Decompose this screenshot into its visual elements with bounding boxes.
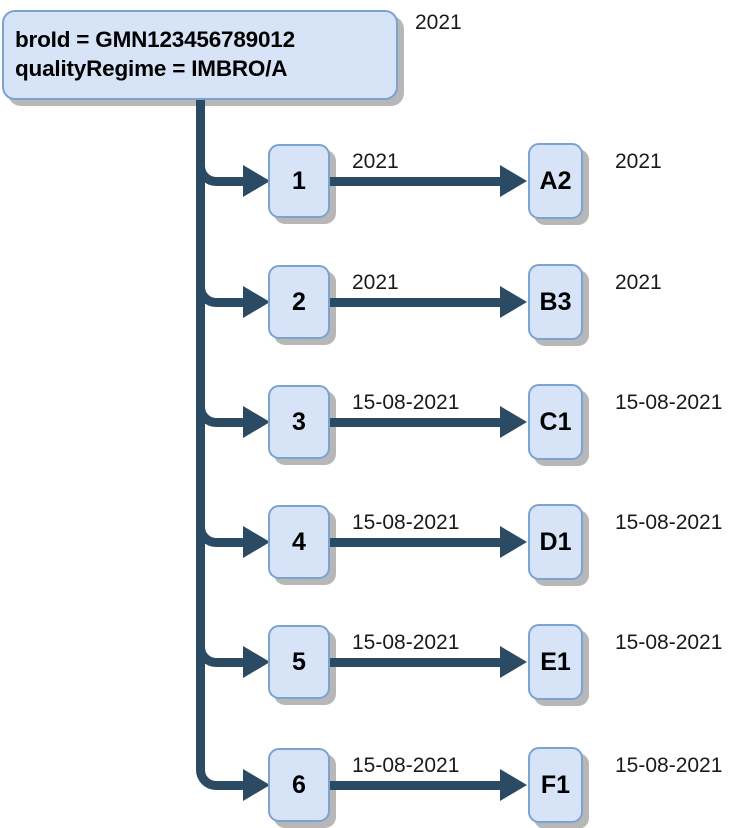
branch-arrowhead-4 [243,526,270,558]
branch-elbow-5 [196,633,232,667]
edge-label-3-C1: 15-08-2021 [352,391,460,414]
branch-arrowhead-6 [243,769,270,801]
link-arrowhead-4-D1 [500,526,527,558]
document-node-C1[interactable]: C1 [528,384,583,460]
link-line-6-F1 [330,781,502,790]
branch-elbow-6 [196,756,232,790]
registration-node-1[interactable]: 1 [268,144,330,218]
branch-elbow-4 [196,513,232,547]
root-node-quality-regime: qualityRegime = IMBRO/A [15,56,288,81]
link-line-3-C1 [330,418,502,427]
document-node-A2[interactable]: A2 [528,143,583,219]
branch-elbow-3 [196,393,232,427]
registration-node-4[interactable]: 4 [268,505,330,579]
document-node-D1[interactable]: D1 [528,504,583,580]
registration-node-2[interactable]: 2 [268,265,330,339]
link-arrowhead-6-F1 [500,769,527,801]
branch-arrowhead-5 [243,646,270,678]
branch-arrowhead-3 [243,406,270,438]
branch-stub-1 [228,177,246,186]
branch-elbow-1 [196,152,232,186]
branch-arrowhead-1 [243,165,270,197]
link-arrowhead-2-B3 [500,286,527,318]
registration-node-6[interactable]: 6 [268,748,330,822]
registration-node-5[interactable]: 5 [268,625,330,699]
edge-label-6-F1: 15-08-2021 [352,754,460,777]
branch-stub-4 [228,538,246,547]
branch-stub-6 [228,781,246,790]
edge-label-2-B3: 2021 [352,271,399,294]
branch-stub-3 [228,418,246,427]
edge-label-5-E1: 15-08-2021 [352,631,460,654]
edge-label-4-D1: 15-08-2021 [352,511,460,534]
trunk-connector [196,100,205,766]
branch-elbow-2 [196,273,232,307]
link-arrowhead-3-C1 [500,406,527,438]
link-arrowhead-1-A2 [500,165,527,197]
side-label-C1: 15-08-2021 [615,391,723,414]
branch-stub-5 [228,658,246,667]
link-line-5-E1 [330,658,502,667]
document-node-B3[interactable]: B3 [528,264,583,340]
document-node-E1[interactable]: E1 [528,624,583,700]
side-label-A2: 2021 [615,150,662,173]
root-node-year-label: 2021 [415,11,462,34]
edge-label-1-A2: 2021 [352,150,399,173]
side-label-F1: 15-08-2021 [615,754,723,777]
branch-stub-2 [228,298,246,307]
link-line-1-A2 [330,177,502,186]
side-label-D1: 15-08-2021 [615,511,723,534]
root-node-broid: broId = GMN123456789012 [15,27,295,53]
side-label-B3: 2021 [615,271,662,294]
branch-arrowhead-2 [243,286,270,318]
registration-node-3[interactable]: 3 [268,385,330,459]
root-node-box[interactable]: broId = GMN123456789012 qualityRegime = … [2,10,398,100]
side-label-E1: 15-08-2021 [615,631,723,654]
link-line-4-D1 [330,538,502,547]
document-node-F1[interactable]: F1 [528,747,583,823]
link-line-2-B3 [330,298,502,307]
link-arrowhead-5-E1 [500,646,527,678]
